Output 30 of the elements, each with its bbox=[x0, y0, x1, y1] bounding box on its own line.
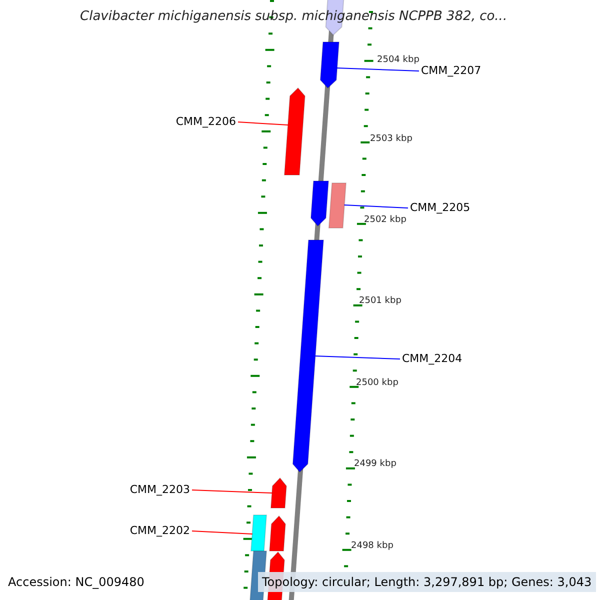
gene-label: CMM_2206 bbox=[176, 116, 236, 127]
scale-label: 2504 kbp bbox=[377, 56, 420, 65]
leader-line bbox=[192, 490, 273, 494]
scale-label: 2498 kbp bbox=[351, 542, 394, 551]
gene-label: CMM_2202 bbox=[130, 525, 190, 536]
accession-text: Accession: NC_009480 bbox=[8, 576, 144, 588]
gene-feature bbox=[320, 42, 340, 89]
gene-label: CMM_2207 bbox=[421, 65, 482, 76]
leader-line bbox=[314, 356, 400, 360]
scale-label: 2500 kbp bbox=[356, 379, 398, 388]
scale-label: 2503 kbp bbox=[370, 135, 412, 144]
gene-feature bbox=[269, 515, 286, 552]
leader-line bbox=[238, 122, 289, 126]
map-title: Clavibacter michiganensis subsp. michiganensis NCPPB 382, co... bbox=[80, 10, 508, 23]
leader-line bbox=[336, 68, 420, 72]
leader-line bbox=[192, 530, 253, 534]
genome-info-text: Topology: circular; Length: 3,297,891 bp; Genes: 3,043 bbox=[258, 572, 596, 592]
scale-label: 2501 kbp bbox=[359, 297, 402, 306]
gene-label: CMM_2203 bbox=[130, 484, 190, 495]
scale-label: 2499 kbp bbox=[354, 460, 396, 469]
gene-label: CMM_2204 bbox=[402, 353, 462, 364]
leader-line bbox=[344, 204, 408, 208]
gene-feature bbox=[310, 180, 330, 227]
gene-feature bbox=[284, 87, 306, 176]
scale-label: 2502 kbp bbox=[364, 216, 406, 225]
gene-label: CMM_2205 bbox=[410, 202, 470, 213]
gene-feature bbox=[292, 240, 324, 473]
feature-block bbox=[328, 182, 347, 228]
feature-block bbox=[250, 514, 268, 552]
gene-feature bbox=[270, 477, 287, 508]
